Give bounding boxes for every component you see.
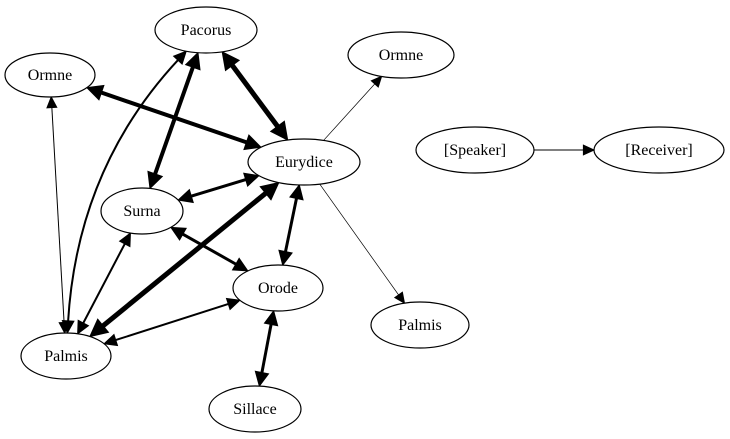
edge-eurydice-ormne2	[323, 82, 376, 141]
nodes-layer: PacorusOrmneOrmneEurydice[Speaker][Recei…	[4, 6, 725, 433]
edge-arrowhead	[77, 319, 90, 335]
node-label: Pacorus	[181, 22, 232, 39]
edge-arrowhead	[263, 309, 279, 327]
edge-arrowhead	[254, 370, 270, 388]
edge-arrowhead	[172, 50, 188, 65]
edge-palmis1-eurydice	[100, 190, 268, 329]
edge-pacorus-surna	[152, 65, 196, 176]
node-orode: Orode	[232, 264, 324, 312]
edge-palmis1-surna	[81, 242, 127, 325]
node-label: [Speaker]	[444, 142, 506, 159]
node-label: [Receiver]	[625, 142, 693, 159]
node-ellipse	[347, 31, 455, 79]
node-label: Eurydice	[275, 154, 333, 171]
node-ellipse	[370, 301, 470, 349]
node-ormne1: Ormne	[4, 52, 96, 98]
edge-orode-sillace	[260, 323, 273, 374]
node-ellipse	[100, 187, 184, 235]
edge-surna-orode	[181, 232, 238, 266]
node-label: Ormne	[28, 67, 72, 84]
edge-arrowhead	[221, 50, 241, 72]
node-ellipse	[4, 52, 96, 98]
node-eurydice: Eurydice	[247, 138, 361, 186]
node-receiver: [Receiver]	[593, 126, 725, 174]
node-label: Sillace	[233, 401, 277, 418]
edge-palmis1-ormne1	[51, 106, 65, 324]
edge-arrowhead	[269, 120, 289, 141]
edge-eurydice-orode	[283, 197, 299, 253]
edge-arrowhead	[225, 297, 241, 311]
node-ormne2: Ormne	[347, 31, 455, 79]
edge-arrowhead	[184, 51, 201, 71]
edge-arrowhead	[147, 170, 164, 190]
edge-arrowhead	[231, 257, 249, 272]
edge-arrowhead	[58, 321, 70, 335]
edge-arrowhead	[289, 183, 304, 201]
node-label: Ormne	[379, 47, 423, 64]
edge-arrowhead	[278, 249, 293, 267]
node-speaker: [Speaker]	[415, 126, 535, 174]
edge-arrowhead	[582, 144, 596, 156]
edge-arrowhead	[370, 75, 383, 88]
edge-eurydice-palmis2	[319, 183, 400, 296]
node-ellipse	[415, 126, 535, 174]
edge-arrowhead	[89, 318, 110, 338]
node-label: Palmis	[398, 317, 442, 334]
edge-ormne1-eurydice	[99, 90, 249, 145]
node-ellipse	[208, 385, 302, 433]
node-label: Surna	[123, 203, 160, 220]
node-ellipse	[154, 6, 258, 54]
edge-surna-eurydice	[189, 177, 248, 198]
edge-palmis1-pacorus	[67, 58, 180, 322]
edge-pacorus-eurydice	[229, 63, 281, 129]
node-ellipse	[247, 138, 361, 186]
edge-arrowhead	[169, 226, 187, 241]
edge-arrowhead	[118, 232, 131, 248]
node-ellipse	[593, 126, 725, 174]
node-ellipse	[232, 264, 324, 312]
edge-arrowhead	[103, 333, 119, 347]
edge-arrowhead	[176, 188, 194, 204]
node-pacorus: Pacorus	[154, 6, 258, 54]
node-ellipse	[20, 332, 112, 380]
node-surna: Surna	[100, 187, 184, 235]
edge-arrowhead	[46, 95, 58, 109]
edge-palmis1-orode	[114, 302, 230, 342]
edge-arrowhead	[243, 172, 261, 187]
node-palmis1: Palmis	[20, 332, 112, 380]
node-palmis2: Palmis	[370, 301, 470, 349]
edge-arrowhead	[85, 84, 105, 101]
edges-layer	[46, 50, 596, 388]
edge-arrowhead	[393, 291, 406, 305]
node-label: Orode	[258, 280, 298, 297]
node-label: Palmis	[44, 348, 88, 365]
edge-arrowhead	[259, 181, 280, 201]
edge-arrowhead	[243, 134, 263, 151]
node-sillace: Sillace	[208, 385, 302, 433]
